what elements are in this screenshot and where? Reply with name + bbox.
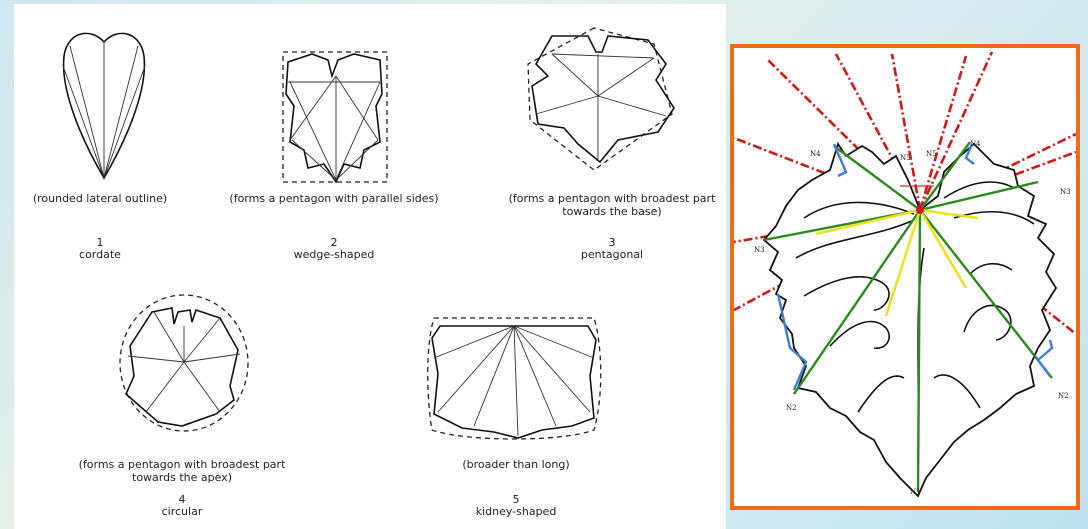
circular-leaf-outline xyxy=(116,290,252,436)
label-n5-left: N5 xyxy=(900,154,911,162)
label-n1: N1 xyxy=(910,488,921,496)
grape-leaf-drawing: N1 N2 N2 N3 N3 N4 N4 N5 N5 xyxy=(734,48,1076,506)
pentagonal-leaf-outline xyxy=(508,24,688,174)
label-n4-right: N4 xyxy=(970,140,981,148)
shape-3-description: (forms a pentagon with broadest part tow… xyxy=(492,192,732,218)
shape-5-name: kidney-shaped xyxy=(396,505,636,518)
label-n3-right: N3 xyxy=(1060,188,1071,196)
kidney-leaf-outline xyxy=(422,314,606,446)
label-n2-right: N2 xyxy=(1058,392,1069,400)
leaf-shape-reference-sheet: (rounded lateral outline) 1 cordate (for… xyxy=(14,4,726,529)
label-n3-left: N3 xyxy=(754,246,765,254)
leaf-outline xyxy=(764,144,1056,496)
shape-1-name: cordate xyxy=(0,248,220,261)
shape-4-name: circular xyxy=(62,505,302,518)
cordate-leaf-outline xyxy=(54,26,154,184)
label-n4-left: N4 xyxy=(810,150,821,158)
label-n5-right: N5 xyxy=(926,150,937,158)
leaf-measurement-diagram: N1 N2 N2 N3 N3 N4 N4 N5 N5 xyxy=(730,44,1080,510)
label-n2-left: N2 xyxy=(786,404,797,412)
shape-2-description: (forms a pentagon with parallel sides) xyxy=(214,192,454,205)
shape-3-name: pentagonal xyxy=(492,248,732,261)
petiole-point xyxy=(916,206,924,214)
shape-1-description: (rounded lateral outline) xyxy=(0,192,220,205)
shape-5-description: (broader than long) xyxy=(396,458,636,471)
shape-4-description: (forms a pentagon with broadest part tow… xyxy=(62,458,302,484)
shape-2-name: wedge-shaped xyxy=(214,248,454,261)
wedge-leaf-outline xyxy=(280,46,390,194)
